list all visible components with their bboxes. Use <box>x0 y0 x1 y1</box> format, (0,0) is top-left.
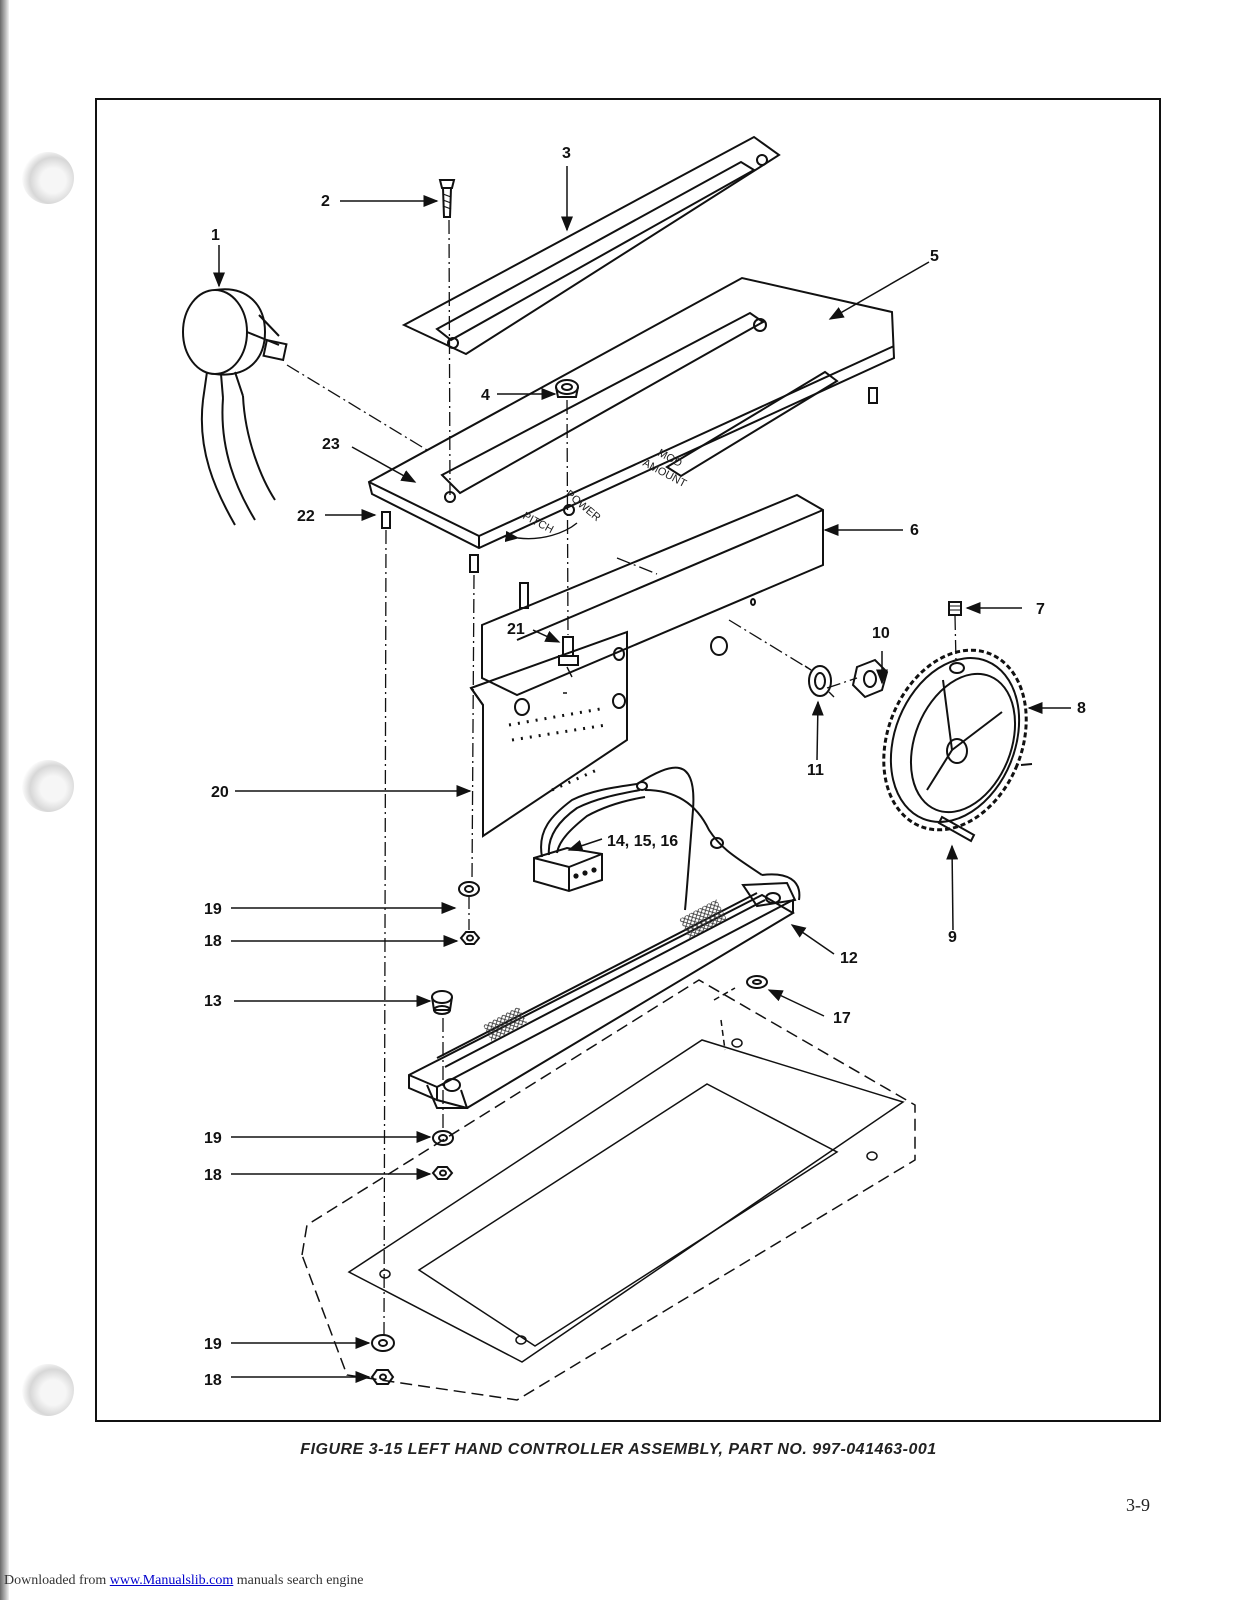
callout-18-middle: 18 <box>204 1167 222 1184</box>
callout-18-lower: 18 <box>204 1372 222 1389</box>
binder-edge <box>0 0 9 1600</box>
callout-19-middle: 19 <box>204 1130 222 1147</box>
nut-middle <box>431 1166 454 1180</box>
footer-suffix: manuals search engine <box>233 1573 364 1588</box>
connector-harness <box>533 766 801 911</box>
callout-19-lower: 19 <box>204 1336 222 1353</box>
leader-arrows <box>213 166 1071 1383</box>
callout-22: 22 <box>297 508 315 525</box>
spacer <box>746 975 768 989</box>
grommet <box>431 990 453 1015</box>
ribbon-assembly <box>408 881 797 1110</box>
bezel-strip <box>401 135 781 356</box>
callout-20: 20 <box>211 784 229 801</box>
callout-11: 11 <box>807 762 824 779</box>
callout-5: 5 <box>930 248 939 265</box>
callout-7: 7 <box>1036 601 1045 618</box>
manualslib-link[interactable]: www.Manualslib.com <box>109 1573 234 1588</box>
callout-4: 4 <box>481 387 490 404</box>
callout-6: 6 <box>910 522 919 539</box>
washer-upper <box>458 881 480 897</box>
callout-18-upper: 18 <box>204 933 222 950</box>
punch-hole-top <box>22 152 74 204</box>
pitch-wheel <box>882 648 1033 832</box>
callout-21: 21 <box>507 621 525 638</box>
nut-upper <box>459 931 481 945</box>
punch-hole-middle <box>22 760 74 812</box>
callout-1: 1 <box>211 227 220 244</box>
footer-prefix: Downloaded from <box>4 1573 110 1588</box>
base-housing <box>301 979 916 1401</box>
callout-13: 13 <box>204 993 222 1010</box>
knob-insert <box>555 379 579 398</box>
washer-middle <box>432 1130 454 1146</box>
panel-label-pitch: PITCH <box>521 510 556 536</box>
washer-lower <box>371 1334 395 1352</box>
callout-23: 23 <box>322 436 340 453</box>
callout-17: 17 <box>833 1010 851 1027</box>
potentiometer <box>182 288 288 526</box>
callout-10: 10 <box>872 625 890 642</box>
screw <box>438 179 456 218</box>
exploded-assembly-diagram: POWER PITCH MOD AMOUNT 1 2 3 4 5 6 7 8 9… <box>182 135 1086 1401</box>
callout-9: 9 <box>948 929 957 946</box>
page-number: 3-9 <box>1126 1495 1150 1515</box>
callout-14-15-16: 14, 15, 16 <box>607 833 678 850</box>
switch <box>558 636 579 666</box>
callout-labels: 1 2 3 4 5 6 7 8 9 10 11 12 13 14, 15, 16… <box>204 145 1086 1389</box>
nut-lower <box>370 1369 395 1385</box>
top-panel <box>367 276 896 550</box>
figure-caption: FIGURE 3-15 LEFT HAND CONTROLLER ASSEMBL… <box>300 1441 937 1458</box>
callout-12: 12 <box>840 950 858 967</box>
punch-hole-bottom <box>22 1364 74 1416</box>
callout-2: 2 <box>321 193 330 210</box>
alignment-lines <box>286 219 957 1336</box>
figure-frame: POWER PITCH MOD AMOUNT 1 2 3 4 5 6 7 8 9… <box>95 98 1161 1422</box>
callout-8: 8 <box>1077 700 1086 717</box>
callout-19-upper: 19 <box>204 901 222 918</box>
circuit-board <box>469 630 628 838</box>
lock-washer <box>804 665 835 698</box>
download-footer: Downloaded from www.Manualslib.com manua… <box>4 1573 364 1589</box>
roll-pin <box>937 815 976 843</box>
panel-studs <box>381 387 878 609</box>
set-screw <box>948 601 962 616</box>
callout-3: 3 <box>562 145 571 162</box>
